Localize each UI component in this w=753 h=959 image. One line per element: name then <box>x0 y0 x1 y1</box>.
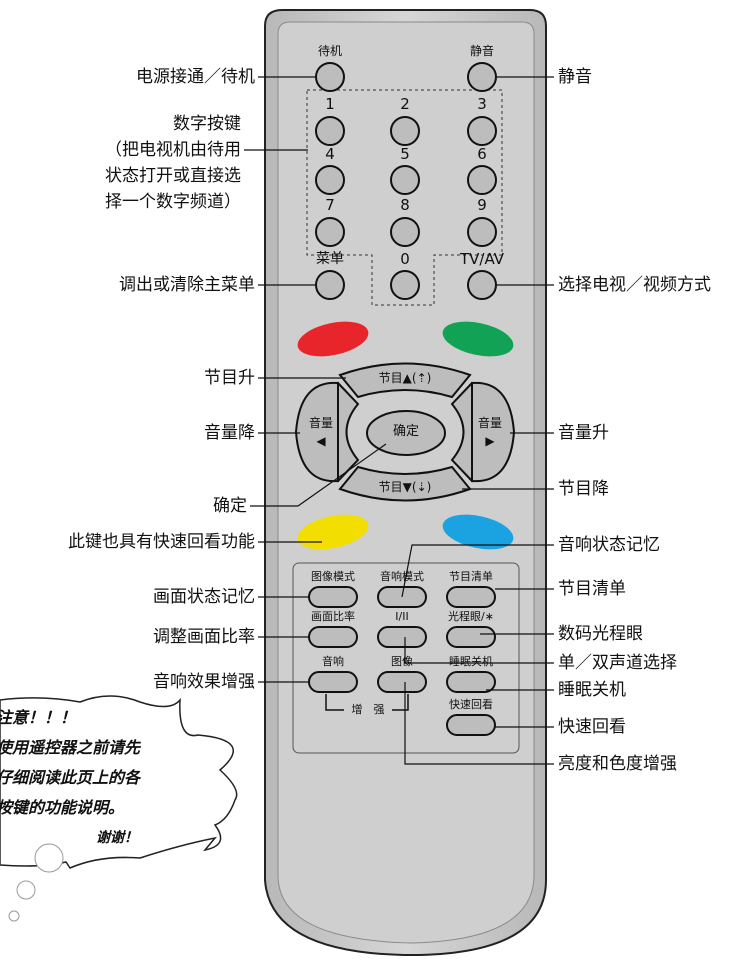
green-button[interactable] <box>439 316 516 362</box>
digit-button-2[interactable] <box>390 116 420 146</box>
callout-program-list: 节目清单 <box>558 579 626 599</box>
callout-channel-up: 节目升 <box>204 368 255 388</box>
program-list-label: 节目清单 <box>449 570 493 583</box>
digit-label-4: 4 <box>325 145 335 163</box>
mute-button[interactable] <box>467 62 497 92</box>
digit-label-3: 3 <box>477 95 487 113</box>
callout-power: 电源接通／待机 <box>136 67 255 87</box>
volume-down-label-1: 音量 <box>308 416 333 430</box>
callout-ok: 确定 <box>213 496 247 516</box>
callout-volume-down: 音量降 <box>204 423 255 443</box>
program-list-button[interactable] <box>446 586 496 608</box>
quick-view-button[interactable] <box>446 714 496 736</box>
blue-button[interactable] <box>439 509 516 555</box>
sound-mode-label: 音响模式 <box>380 570 424 583</box>
digit-button-3[interactable] <box>467 116 497 146</box>
note-cloud <box>0 695 238 869</box>
channel-up-button[interactable] <box>338 362 472 399</box>
quick-view-label: 快速回看 <box>449 698 493 711</box>
ok-button-label: 确定 <box>392 424 419 439</box>
note-line-3: 仔细阅读此页上的各 <box>0 768 141 787</box>
digit-button-6[interactable] <box>467 165 497 195</box>
callout-digits-3: 状态打开或直接选 <box>105 166 241 186</box>
callout-digits-4: 择一个数字频道） <box>105 192 241 212</box>
callout-aspect: 调整画面比率 <box>153 627 255 647</box>
note-line-4: 按键的功能说明。 <box>0 798 125 817</box>
dual-sound-button[interactable] <box>377 626 427 648</box>
digit-label-2: 2 <box>400 95 410 113</box>
callout-brightness: 亮度和色度增强 <box>558 754 677 774</box>
note-line-1: 注意！！！ <box>0 708 77 727</box>
callout-tvav: 选择电视／视频方式 <box>558 275 711 295</box>
menu-button[interactable] <box>315 270 345 300</box>
tvav-button[interactable] <box>467 270 497 300</box>
callout-digits-1: 数字按键 <box>173 114 241 134</box>
digit-label-9: 9 <box>477 196 487 214</box>
power-button[interactable] <box>315 62 345 92</box>
digit-label-5: 5 <box>400 145 410 163</box>
dual-sound-label: I/II <box>395 610 409 623</box>
sleep-button[interactable] <box>446 671 496 693</box>
callout-menu: 调出或清除主菜单 <box>119 275 255 295</box>
callout-volume-up: 音量升 <box>558 423 609 443</box>
red-button[interactable] <box>294 316 371 362</box>
callout-dual-sound: 单／双声道选择 <box>558 653 677 673</box>
aspect-ratio-label: 画面比率 <box>311 610 355 623</box>
callout-sound-enhance: 音响效果增强 <box>153 672 255 692</box>
power-button-label: 待机 <box>317 44 342 58</box>
digit-label-6: 6 <box>477 145 487 163</box>
ok-button[interactable] <box>366 410 446 456</box>
menu-button-label: 菜单 <box>316 251 344 267</box>
callout-light-sensor: 数码光程眼 <box>558 624 643 644</box>
sleep-label: 睡眠关机 <box>449 655 493 668</box>
leader-lines <box>244 76 554 765</box>
callout-digits-2: （把电视机由待用 <box>105 140 241 160</box>
digit-label-8: 8 <box>400 196 410 214</box>
sound-enhance-button[interactable] <box>308 671 358 693</box>
picture-mode-label: 图像模式 <box>311 570 355 583</box>
callout-sleep: 睡眠关机 <box>558 680 626 700</box>
callout-channel-down: 节目降 <box>558 479 609 499</box>
callout-yellow: 此键也具有快速回看功能 <box>68 532 255 552</box>
tvav-button-label: TV/AV <box>459 250 505 268</box>
light-sensor-label: 光程眼/∗ <box>448 610 494 623</box>
digit-label-7: 7 <box>325 196 335 214</box>
yellow-button[interactable] <box>294 509 371 555</box>
digit-label-0: 0 <box>400 250 410 268</box>
digit-label-1: 1 <box>325 95 335 113</box>
callout-quick-view: 快速回看 <box>558 717 626 737</box>
sound-enhance-label: 音响 <box>322 655 344 668</box>
callout-mute: 静音 <box>558 67 592 87</box>
volume-up-label-1: 音量 <box>477 416 502 430</box>
callout-sound-memory: 音响状态记忆 <box>558 535 660 555</box>
digit-button-4[interactable] <box>315 165 345 195</box>
channel-down-label: 节目▼(⇣) <box>378 480 432 494</box>
volume-up-label-2: ▶ <box>485 434 495 448</box>
digit-button-8[interactable] <box>390 217 420 247</box>
digit-button-7[interactable] <box>315 217 345 247</box>
light-sensor-button[interactable] <box>446 626 496 648</box>
picture-mode-button[interactable] <box>308 586 358 608</box>
note-line-2: 使用遥控器之前请先 <box>0 738 141 757</box>
digit-button-5[interactable] <box>390 165 420 195</box>
digit-button-1[interactable] <box>315 116 345 146</box>
mute-button-label: 静音 <box>469 44 494 58</box>
picture-enhance-button[interactable] <box>377 671 427 693</box>
digit-button-9[interactable] <box>467 217 497 247</box>
aspect-ratio-button[interactable] <box>308 626 358 648</box>
note-thanks: 谢谢！ <box>96 830 138 846</box>
channel-up-label: 节目▲(⇡) <box>378 371 432 385</box>
volume-down-label-2: ◀ <box>316 434 326 448</box>
digit-button-0[interactable] <box>390 270 420 300</box>
enhance-label: 增 强 <box>351 703 385 716</box>
callout-picture-memory: 画面状态记忆 <box>153 587 255 607</box>
picture-enhance-label: 图像 <box>391 655 413 668</box>
lower-button-panel <box>292 562 520 754</box>
